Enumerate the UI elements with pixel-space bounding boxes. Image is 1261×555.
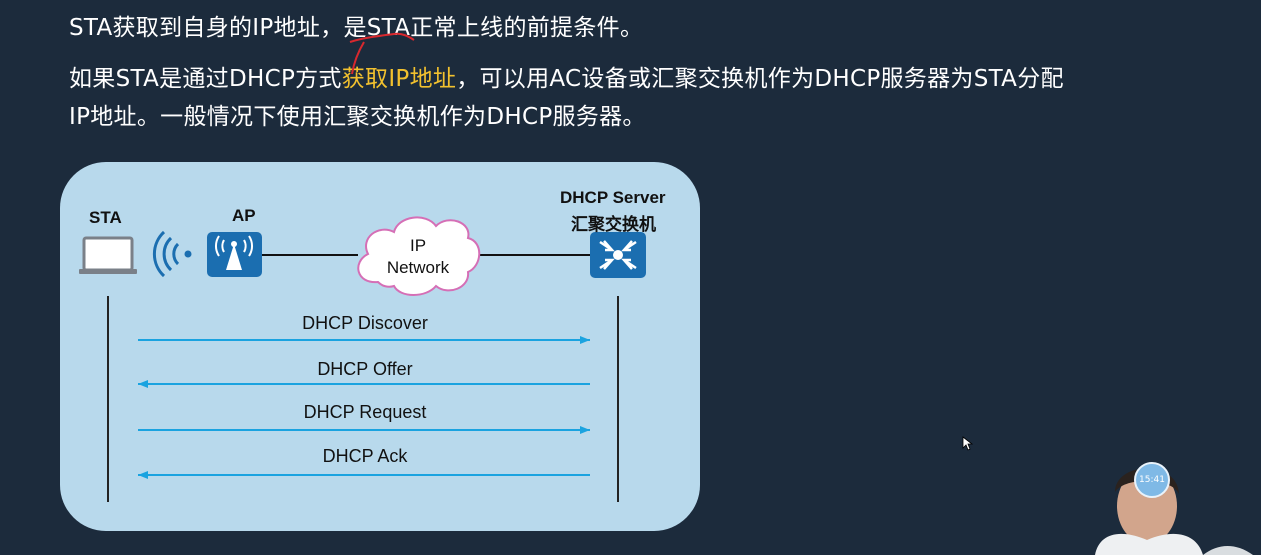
- message-arrows: [138, 336, 590, 479]
- laptop-icon: [79, 236, 137, 274]
- server-sublabel: 汇聚交换机: [571, 215, 656, 234]
- message-label-request: DHCP Request: [303, 402, 427, 422]
- slide-line-3: IP地址。一般情况下使用汇聚交换机作为DHCP服务器。: [69, 104, 646, 130]
- sta-label: STA: [89, 208, 122, 227]
- message-arrow-head: [138, 380, 148, 388]
- switch-server-icon: [590, 232, 646, 278]
- server-label: DHCP Server: [560, 188, 666, 207]
- slide-line-1: STA获取到自身的IP地址，是STA正常上线的前提条件。: [69, 15, 644, 41]
- message-arrow-head: [138, 471, 148, 479]
- annotation-ink-stroke: [349, 32, 415, 75]
- timer-badge: 15:41: [1134, 462, 1170, 498]
- slide-line-2: 如果STA是通过DHCP方式获取IP地址，可以用AC设备或汇聚交换机作为DHCP…: [69, 59, 1064, 93]
- access-point-icon: [207, 232, 262, 277]
- message-arrow-head: [580, 426, 590, 434]
- dhcp-sequence-diagram: STA AP IP Network DHCP Server 汇聚交换机 DHCP…: [60, 162, 700, 531]
- line-2-suffix: ，可以用AC设备或汇聚交换机作为DHCP服务器为STA分配: [456, 66, 1064, 92]
- diagram-graphics: [79, 216, 646, 502]
- line-2-highlight: 获取IP地址: [341, 66, 457, 92]
- message-arrow-head: [580, 336, 590, 344]
- wifi-signal-icon: [152, 230, 192, 278]
- message-label-offer: DHCP Offer: [317, 359, 413, 379]
- mouse-cursor-icon: [962, 436, 974, 451]
- ap-label: AP: [232, 206, 256, 225]
- message-label-discover: DHCP Discover: [302, 313, 428, 333]
- presenter-video-overlay: [1095, 468, 1253, 555]
- message-label-ack: DHCP Ack: [322, 446, 408, 466]
- cloud-icon: [357, 216, 481, 296]
- line-2-prefix: 如果STA是通过DHCP方式: [69, 66, 342, 92]
